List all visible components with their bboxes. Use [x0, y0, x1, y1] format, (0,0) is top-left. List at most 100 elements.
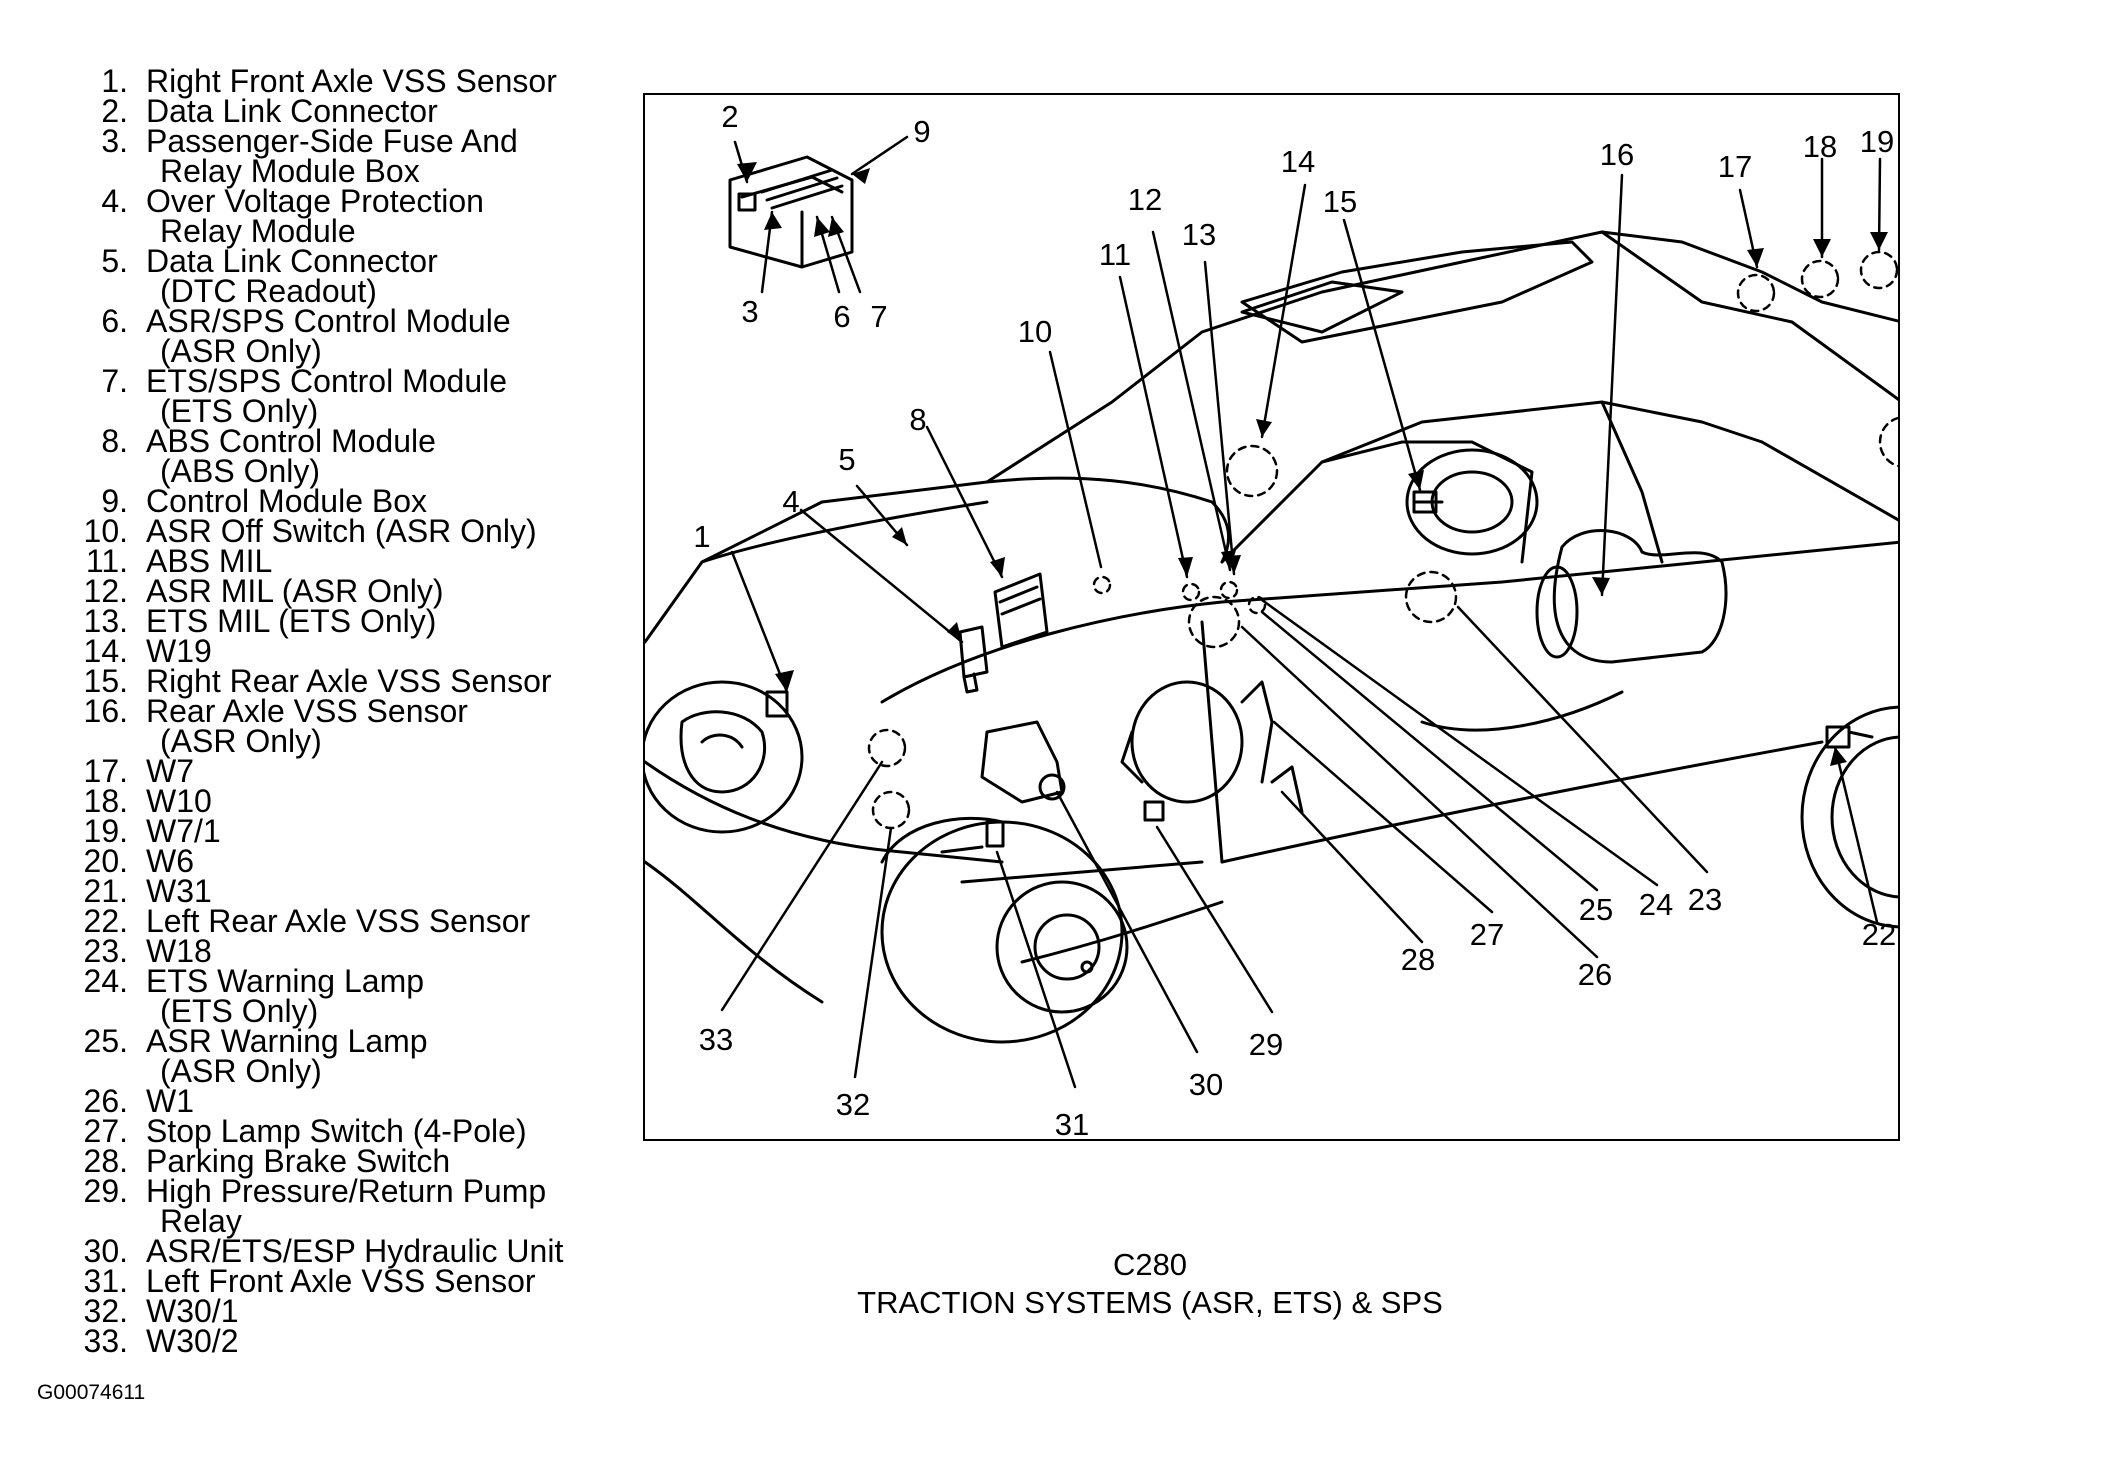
legend-item-number: 11. [85, 543, 128, 579]
legend-item-number: 27. [83, 1113, 128, 1149]
hydraulic-unit [980, 720, 1066, 804]
over-voltage-relay [958, 625, 989, 694]
legend-item-number: 10. [83, 513, 128, 549]
callout-15: 15 [1323, 184, 1357, 219]
legend-item-label: W7/1 [146, 813, 221, 849]
legend-item-number: 24. [83, 963, 128, 999]
figure-code: G00074611 [37, 1381, 146, 1404]
legend-item-label: High Pressure/Return Pump [146, 1173, 547, 1209]
callout-12: 12 [1128, 182, 1162, 217]
legend-item-number: 18. [83, 783, 128, 819]
legend-item: 12.ASR MIL (ASR Only) [56, 573, 646, 609]
legend-item-label: ASR/SPS Control Module [146, 303, 511, 339]
legend-item-number: 12. [83, 573, 128, 609]
callout-6: 6 [833, 299, 850, 334]
legend-item: 20. W6 [56, 843, 646, 879]
legend-item-number: 32. [83, 1293, 128, 1329]
callout-labels: 1234567891011121314151617181920212223242… [693, 99, 1896, 1141]
legend-item-number: 1. [101, 63, 128, 99]
legend-item: 2.Data Link Connector [56, 93, 646, 129]
callout-16: 16 [1600, 137, 1634, 172]
legend-item-number: 6. [101, 303, 128, 339]
legend-item-number: 3. [101, 123, 128, 159]
legend-item-label: ABS MIL [146, 543, 273, 579]
legend-item-label: Rear Axle VSS Sensor [146, 693, 468, 729]
callout-29: 29 [1249, 1027, 1283, 1062]
control-module-box [728, 155, 854, 269]
car-body-outline [645, 230, 1898, 1004]
legend-item-number: 30. [83, 1233, 128, 1269]
legend-item-number: 20. [83, 843, 128, 879]
legend-item: 6. ASR/SPS Control Module(ASR Only) [56, 303, 646, 369]
vehicle-diagram: 1234567891011121314151617181920212223242… [645, 99, 1898, 1141]
legend-item-continuation: (ETS Only) [160, 393, 319, 429]
callout-23: 23 [1688, 882, 1722, 917]
legend-item-label: W30/2 [146, 1323, 239, 1359]
rear-left-wheel [1800, 705, 1898, 929]
left-rear-axle-vss [1825, 725, 1874, 749]
vehicle-diagram-frame: 1234567891011121314151617181920212223242… [643, 93, 1900, 1141]
legend-item-number: 9. [101, 483, 128, 519]
diagram-caption: C280 TRACTION SYSTEMS (ASR, ETS) & SPS [700, 1246, 1600, 1322]
callout-19: 19 [1860, 124, 1894, 159]
callout-8: 8 [909, 402, 926, 437]
legend-item: 28. Parking Brake Switch [56, 1143, 646, 1179]
callout-3: 3 [741, 294, 758, 329]
legend-item-number: 14. [83, 633, 128, 669]
callout-31: 31 [1055, 1107, 1089, 1141]
legend-item-label: Parking Brake Switch [146, 1143, 451, 1179]
legend-item-continuation: (ABS Only) [160, 453, 321, 489]
legend-item-continuation: (ASR Only) [160, 723, 322, 759]
legend-item-continuation: (ASR Only) [160, 333, 322, 369]
legend-item-label: Over Voltage Protection [146, 183, 484, 219]
legend-item: 25.ASR Warning Lamp(ASR Only) [56, 1023, 646, 1087]
legend-item: 14. W19 [56, 633, 646, 669]
legend-item-continuation: (DTC Readout) [160, 273, 377, 309]
legend-item-label: W6 [146, 843, 194, 879]
legend-item-number: 28. [83, 1143, 128, 1179]
legend-item-label: Left Rear Axle VSS Sensor [146, 903, 531, 939]
legend-item-label: ETS/SPS Control Module [146, 363, 508, 399]
callout-2: 2 [721, 99, 738, 134]
vehicle-model: C280 [1112, 1247, 1188, 1282]
front-right-wheel [645, 680, 804, 834]
legend-item-label: ETS MIL (ETS Only) [146, 603, 437, 639]
legend-item: 7.ETS/SPS Control Module(ETS Only) [56, 363, 646, 429]
legend-item: 17.W7 [56, 753, 646, 789]
stop-lamp-switch [1270, 765, 1304, 814]
callout-26: 26 [1578, 957, 1612, 992]
leader-lines [720, 135, 1882, 1089]
legend-item: 24.ETS Warning Lamp(ETS Only) [56, 963, 646, 1027]
legend-item-label: Right Rear Axle VSS Sensor [146, 663, 552, 699]
legend-item-number: 2. [101, 93, 128, 129]
legend-item-number: 23. [83, 933, 128, 969]
legend-item-number: 5. [101, 243, 128, 279]
legend-item-continuation: Relay Module Box [160, 153, 420, 189]
legend-item: 32. W30/1 [56, 1293, 646, 1329]
legend-item-label: ABS Control Module [146, 423, 436, 459]
diagram-title: TRACTION SYSTEMS (ASR, ETS) & SPS [857, 1285, 1443, 1320]
legend-item-label: Data Link Connector [146, 243, 438, 279]
callout-4: 4 [782, 484, 799, 519]
legend-item: 23. W18 [56, 933, 646, 969]
legend-item-label: W19 [146, 633, 212, 669]
legend-item-continuation: Relay Module [160, 213, 356, 249]
legend-item-label: W18 [146, 933, 212, 969]
legend-item-label: ASR Warning Lamp [146, 1023, 428, 1059]
legend-item-label: ASR/ETS/ESP Hydraulic Unit [146, 1233, 564, 1269]
legend-item-label: W10 [146, 783, 212, 819]
legend-item-label: W30/1 [146, 1293, 239, 1329]
legend-item: 16.Rear Axle VSS Sensor(ASR Only) [56, 693, 646, 759]
legend-item-number: 17. [83, 753, 128, 789]
legend-item-number: 31. [83, 1263, 128, 1299]
callout-5: 5 [838, 442, 855, 477]
legend-item: 33.W30/2 [56, 1323, 646, 1359]
callout-13: 13 [1182, 217, 1216, 252]
legend-item-number: 22. [83, 903, 128, 939]
callout-32: 32 [836, 1087, 870, 1122]
legend-item-label: W1 [146, 1083, 194, 1119]
legend-item: 1.Right Front Axle VSS Sensor [56, 63, 646, 99]
